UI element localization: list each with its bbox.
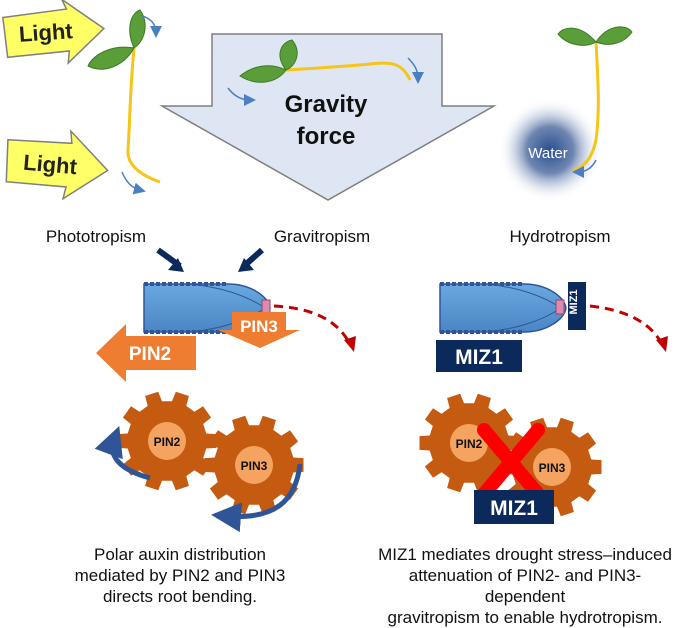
caption-right-line3: gravitropism to enable hydrotropism. bbox=[387, 608, 663, 627]
gear-pair-left bbox=[117, 391, 304, 515]
light-arrow-bottom: Light bbox=[5, 129, 109, 201]
seedling-gravitropism bbox=[227, 39, 424, 106]
seedling-hydrotropism bbox=[557, 26, 633, 178]
gear-right-pin3-label: PIN3 bbox=[539, 461, 566, 475]
pin2-arrow-label: PIN2 bbox=[129, 344, 171, 365]
gear-pin2-left bbox=[117, 391, 217, 491]
miz1-gear-label: MIZ1 bbox=[490, 497, 538, 520]
water-label: Water bbox=[528, 145, 567, 162]
seedling-phototropism bbox=[87, 9, 162, 195]
caption-right: MIZ1 mediates drought stress–induced att… bbox=[370, 544, 680, 628]
light-label-top: Light bbox=[18, 18, 74, 47]
hydrotropism-label: Hydrotropism bbox=[509, 227, 610, 246]
miz1-gear-box: MIZ1 bbox=[474, 490, 554, 524]
gear-pin3-right-hub bbox=[533, 448, 571, 486]
miz1-box-label: MIZ1 bbox=[455, 346, 503, 369]
gear-left-pin2-label: PIN2 bbox=[154, 435, 181, 449]
gear-pin3-left-hub bbox=[235, 446, 273, 484]
miz1-box: MIZ1 bbox=[436, 340, 522, 372]
tropism-diagram: Light Light Gravity force Water Phototro… bbox=[2, 0, 668, 533]
gravity-label-line1: Gravity bbox=[285, 91, 368, 118]
rotation-arrow-right bbox=[211, 463, 303, 533]
gear-pin2-left-hub bbox=[148, 422, 186, 460]
root-tip-right bbox=[439, 282, 668, 352]
phototropism-label: Phototropism bbox=[46, 227, 146, 246]
miz1-vertical-box: MIZ1 bbox=[568, 282, 586, 330]
pin3-arrow: PIN3 bbox=[218, 312, 300, 348]
light-label-bottom: Light bbox=[22, 150, 78, 180]
water-source: Water bbox=[498, 98, 602, 202]
gear-left-pin3-label: PIN3 bbox=[241, 459, 268, 473]
gravitropism-arrow bbox=[238, 247, 264, 272]
miz1-vertical-label: MIZ1 bbox=[568, 289, 580, 314]
block-x-icon bbox=[477, 423, 545, 501]
pin2-arrow: PIN2 bbox=[96, 324, 196, 382]
light-arrow-top: Light bbox=[2, 0, 106, 66]
rotation-arrow-left bbox=[94, 425, 151, 481]
gear-pin3-left bbox=[204, 415, 304, 515]
gravitropism-label: Gravitropism bbox=[274, 227, 370, 246]
caption-right-line2: attenuation of PIN2- and PIN3-dependent bbox=[408, 566, 642, 606]
gravity-arrow: Gravity force bbox=[159, 33, 497, 201]
caption-left-line3: directs root bending. bbox=[102, 587, 258, 606]
phototropism-arrow bbox=[156, 247, 184, 272]
caption-left: Polar auxin distribution mediated by PIN… bbox=[60, 544, 300, 607]
caption-left-line2: mediated by PIN2 and PIN3 bbox=[74, 566, 286, 585]
caption-right-line1: MIZ1 mediates drought stress–induced bbox=[378, 545, 672, 564]
gravity-label-line2: force bbox=[297, 123, 356, 150]
caption-left-line1: Polar auxin distribution bbox=[94, 545, 266, 564]
pin3-arrow-label: PIN3 bbox=[240, 317, 278, 336]
gear-right-pin2-label: PIN2 bbox=[456, 437, 483, 451]
gear-pin2-right bbox=[419, 393, 519, 493]
